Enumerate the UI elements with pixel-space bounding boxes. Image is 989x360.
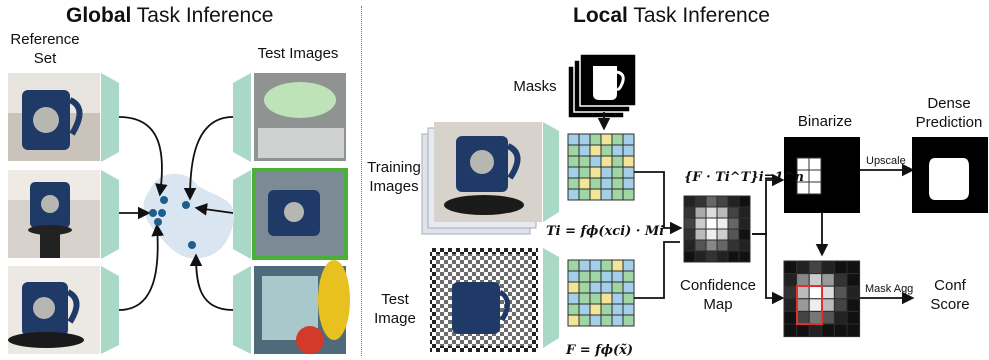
masks-stack (567, 53, 637, 119)
encoder-trapezoid (233, 266, 251, 354)
test-image-2 (252, 168, 348, 260)
dense-prediction (912, 137, 988, 213)
binarize-label: Binarize (797, 113, 853, 130)
global-title: Global Task Inference (66, 4, 274, 27)
upscale-label: Upscale (866, 155, 906, 167)
feature-set-equation: {F · Ti^T}i=1^n (684, 170, 804, 185)
masks-label: Masks (513, 78, 557, 95)
reference-image-3 (8, 266, 100, 354)
encoder-trapezoid (101, 266, 119, 354)
section-divider (361, 6, 362, 356)
confidence-map (683, 195, 751, 263)
encoder-trapezoid (101, 170, 119, 259)
test-feature-equation: F = fϕ(x̃) (566, 343, 634, 358)
reference-image-2 (8, 170, 100, 258)
local-title: Local Task Inference (573, 4, 770, 27)
embedding-dots (149, 196, 196, 249)
encoder-trapezoid (543, 122, 559, 222)
reference-image-1 (8, 73, 100, 161)
test-images-label: Test Images (257, 45, 339, 62)
test-feature-grid (567, 259, 635, 327)
training-images-stack (421, 122, 542, 235)
encoder-trapezoid (233, 170, 251, 259)
test-image-1 (254, 73, 346, 161)
training-feature-grid (567, 133, 635, 201)
mask-region-box (796, 285, 823, 325)
training-feature-equation: Ti = fϕ(xci) · Mi (546, 224, 665, 239)
test-image-local (430, 248, 538, 352)
encoder-trapezoid (233, 73, 251, 162)
test-image-3 (254, 260, 350, 354)
mask-aggregation-map (783, 260, 861, 338)
encoder-trapezoid (543, 248, 559, 348)
encoder-trapezoid (101, 73, 119, 162)
mask-agg-label: Mask Agg (865, 283, 914, 295)
binarized-mask (784, 137, 860, 213)
selected-frame (252, 168, 348, 260)
